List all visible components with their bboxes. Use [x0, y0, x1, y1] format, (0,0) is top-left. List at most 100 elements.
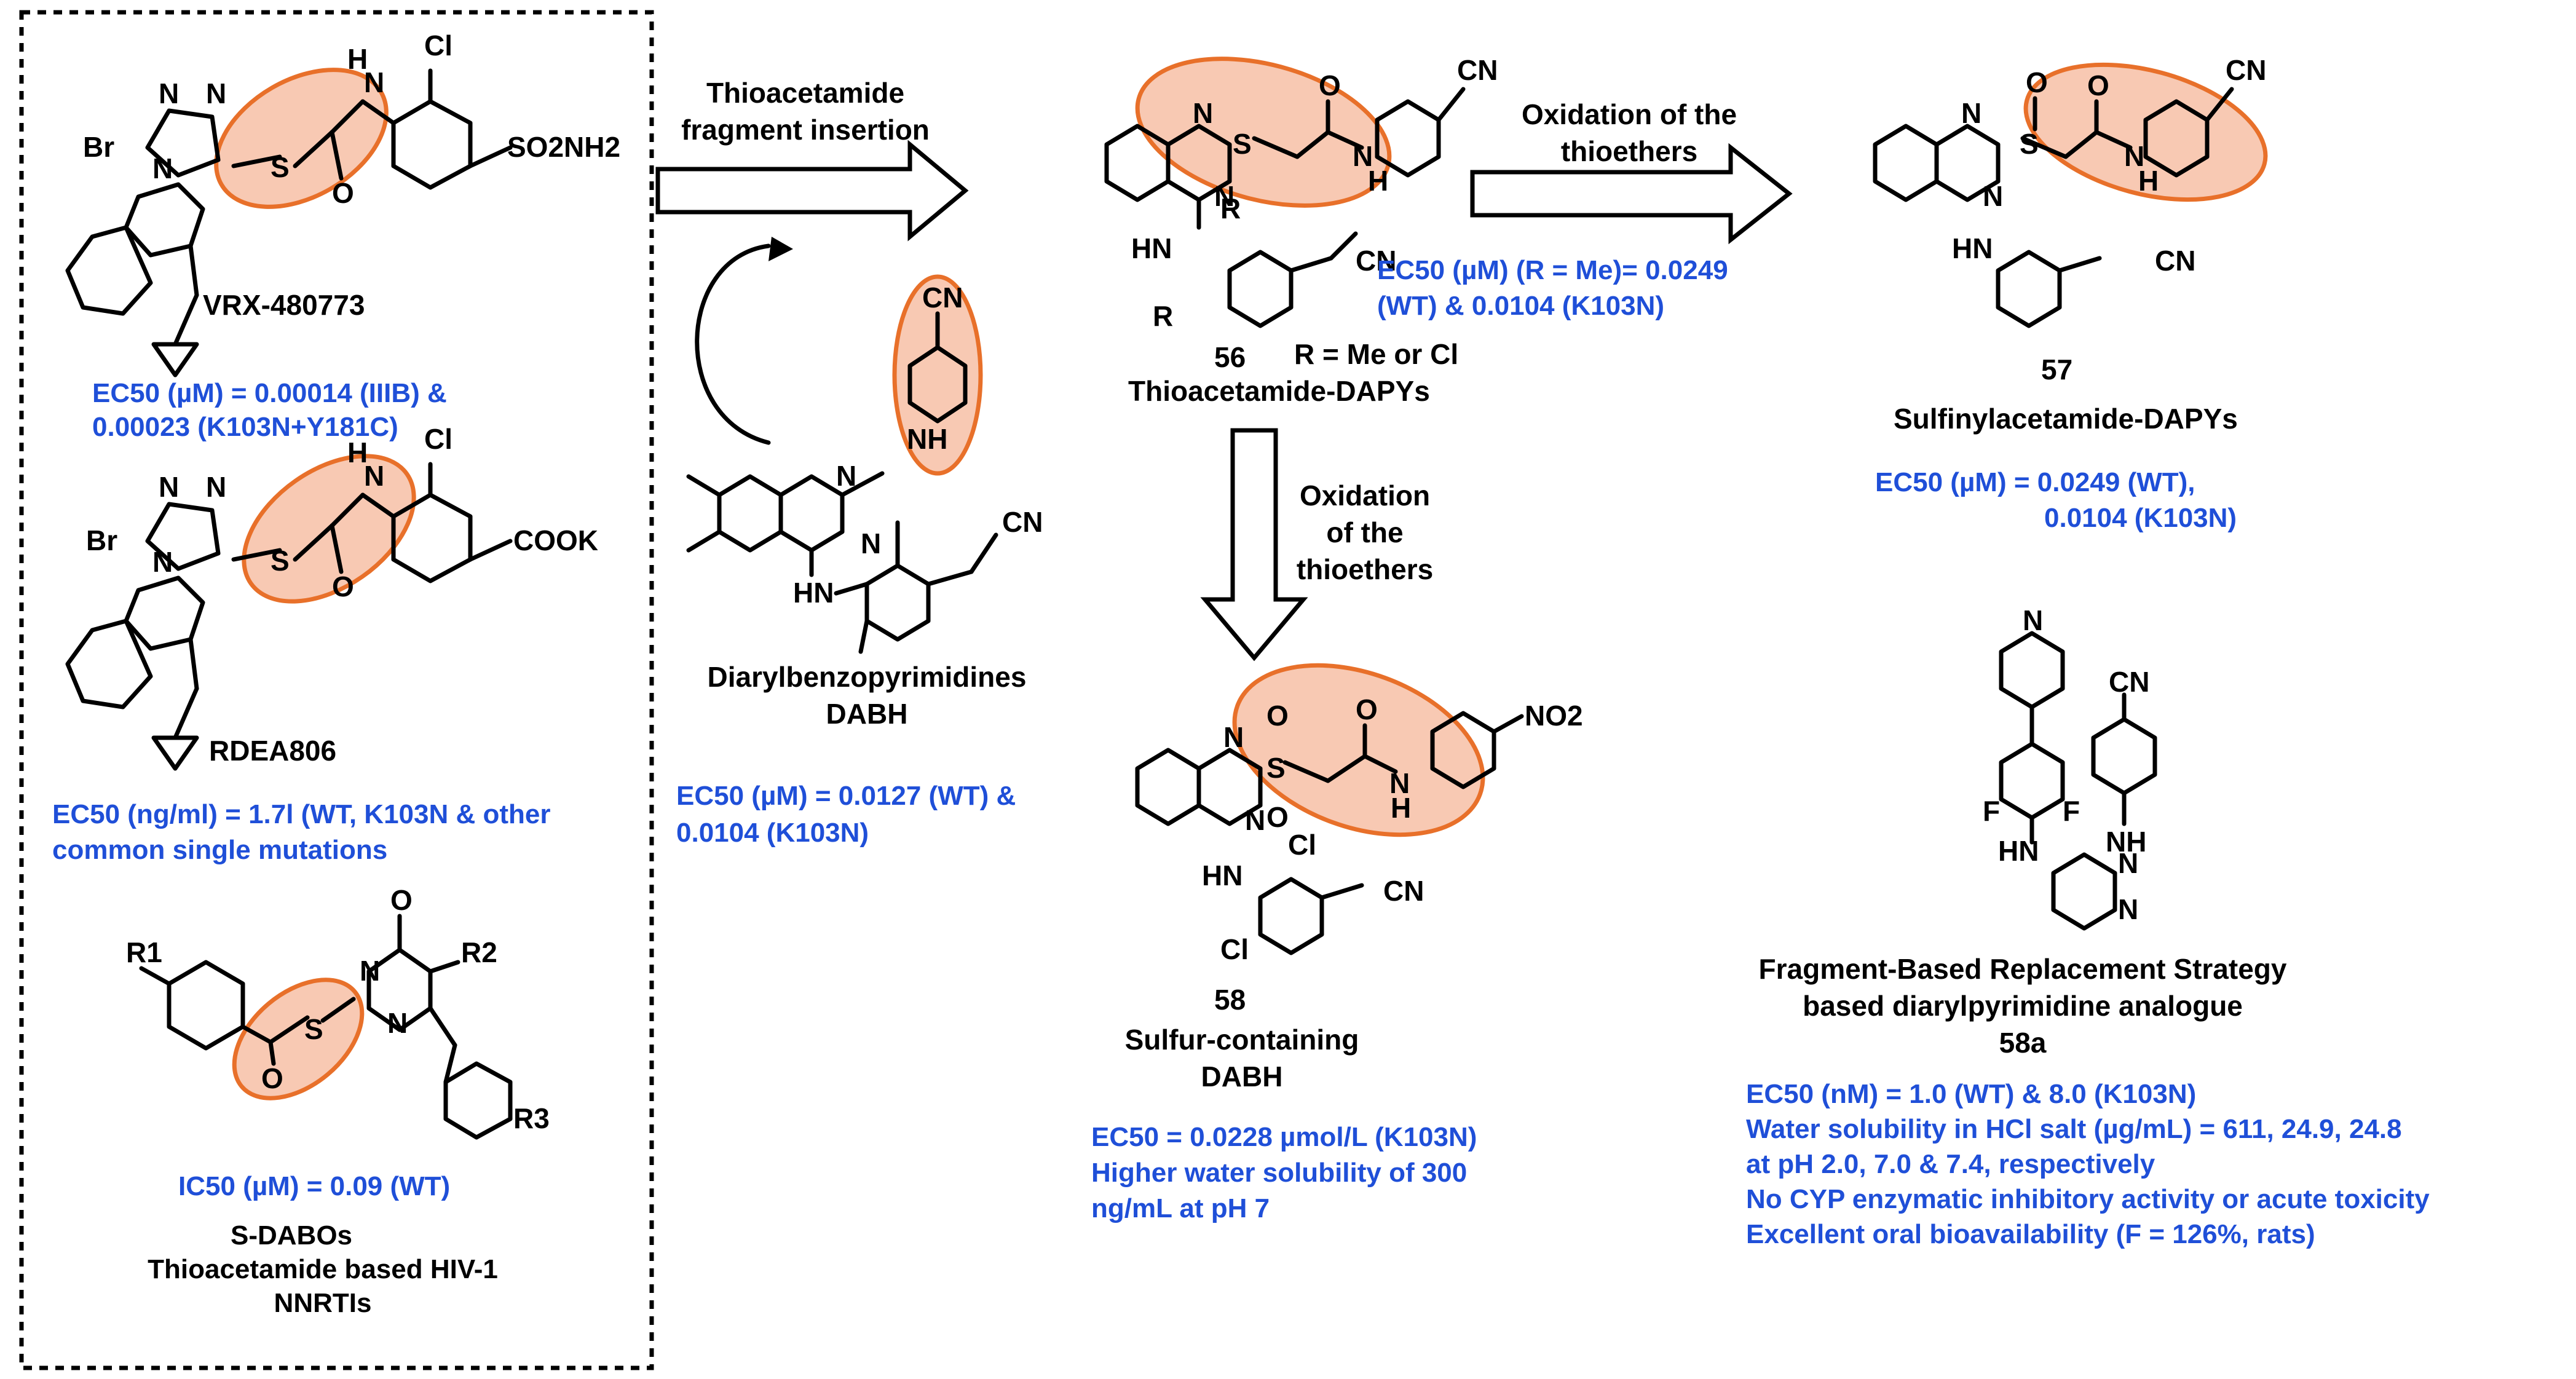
dabh-activity-line2: 0.0104 (K103N)	[676, 818, 869, 848]
atom-r-bottom-56: R	[1153, 300, 1173, 332]
atom-n-triazole-a-rdea: N	[159, 471, 179, 503]
atom-nh-n-rdea: N	[364, 460, 384, 492]
atom-n-amide-57: N	[2124, 140, 2144, 172]
atom-cl-vrx: Cl	[424, 30, 452, 61]
atom-r1-sdabo: R1	[126, 936, 162, 968]
compound-57-number: 57	[2041, 354, 2073, 385]
atom-nh-dabh: NH	[907, 423, 947, 455]
atom-so2nh2-vrx: SO2NH2	[507, 131, 620, 163]
atom-n4-vrx: N	[152, 152, 173, 184]
atom-o-ring-sdabo: O	[390, 884, 413, 916]
atom-nh-h-vrx: H	[347, 43, 368, 75]
thioacetamide-highlight-56	[1135, 57, 1392, 208]
atom-br-vrx: Br	[83, 131, 114, 163]
compound-58-activity-line2: Higher water solubility of 300	[1091, 1158, 1468, 1188]
compound-56-activity-line1: EC50 (µM) (R = Me)= 0.0249	[1377, 255, 1728, 285]
atom-cl-bottom-58: Cl	[1220, 933, 1249, 965]
arrow-fragment-insertion	[655, 140, 969, 242]
atom-n-pyridine-58a: N	[2023, 604, 2043, 636]
compound-name-vrx-480773: VRX-480773	[203, 289, 365, 321]
atom-cn-dabh: CN	[1002, 506, 1043, 538]
atom-nh-58a: NH	[2106, 826, 2146, 858]
atom-o-57: O	[2087, 69, 2109, 101]
compound-58a-activity-line3: at pH 2.0, 7.0 & 7.4, respectively	[1746, 1149, 2155, 1179]
atom-n2-58a: N	[2118, 893, 2138, 925]
atom-s-57: S	[2020, 128, 2039, 160]
structure-s-dabos: R1 O S N N O R2 R3	[126, 884, 550, 1140]
atom-n-triazole-b-vrx: N	[206, 77, 226, 109]
arrow-oxidation-down	[1200, 428, 1308, 662]
compound-56-activity-line2: (WT) & 0.0104 (K103N)	[1377, 291, 1665, 321]
atom-n4-rdea: N	[152, 546, 173, 578]
atom-cl-top-58: Cl	[1288, 829, 1316, 861]
atom-s-vrx: S	[271, 151, 290, 183]
compound-56-r-note: R = Me or Cl	[1294, 338, 1459, 370]
thioacetamide-highlight-vrx	[214, 68, 389, 209]
arrow-label-oxidation-down-line2: of the	[1326, 516, 1404, 548]
atom-f-left-58a: F	[1983, 795, 2000, 827]
atom-h-amide-58: H	[1391, 792, 1411, 824]
activity-sdabo-line1: IC50 (µM) = 0.09 (WT)	[178, 1171, 451, 1201]
compound-56-name: Thioacetamide-DAPYs	[1128, 375, 1430, 407]
atom-f-right-58a: F	[2063, 795, 2080, 827]
compound-58a-name-line2: based diarylpyrimidine analogue	[1803, 990, 2243, 1022]
compound-58a-activity-line2: Water solubility in HCl salt (µg/mL) = 6…	[1746, 1114, 2402, 1144]
atom-o-ketone-sdabo: O	[261, 1062, 283, 1094]
activity-rdea-line1: EC50 (ng/ml) = 1.7l (WT, K103N & other	[52, 799, 551, 829]
atom-hn-56: HN	[1131, 232, 1172, 264]
structure-dabh: CN NH N N HN CN	[686, 274, 1043, 654]
atom-n2-57: N	[1983, 180, 2003, 212]
atom-n1-57: N	[1961, 97, 1981, 129]
compound-58a-activity-line4: No CYP enzymatic inhibitory activity or …	[1746, 1184, 2430, 1214]
atom-no2-58: NO2	[1525, 700, 1583, 732]
arrow-label-oxidation-down-line3: thioethers	[1296, 553, 1434, 585]
atom-nh-n-vrx: N	[364, 66, 384, 98]
atom-n1-sdabo: N	[360, 955, 380, 987]
atom-n1-dabh: N	[836, 460, 856, 492]
atom-o-58: O	[1356, 693, 1378, 725]
atom-br-rdea: Br	[86, 524, 117, 556]
atom-n2-dabh: N	[861, 527, 881, 559]
atom-o-rdea: O	[332, 571, 354, 603]
atom-hn-57: HN	[1952, 232, 1993, 264]
dabh-activity-line1: EC50 (µM) = 0.0127 (WT) &	[676, 781, 1016, 811]
atom-cl-rdea: Cl	[424, 423, 452, 455]
left-panel-dotted-frame	[19, 10, 654, 1370]
atom-n1-56: N	[1193, 97, 1213, 129]
atom-r3-sdabo: R3	[513, 1102, 550, 1134]
atom-cn-top-57: CN	[2226, 54, 2266, 86]
atom-cn-top-56: CN	[1457, 54, 1498, 86]
caption-sdabo-line2: NNRTIs	[274, 1288, 372, 1318]
activity-rdea-line2: common single mutations	[52, 835, 388, 865]
atom-cn-57: CN	[2155, 245, 2195, 277]
compound-58-activity-line3: ng/mL at pH 7	[1091, 1193, 1270, 1223]
compound-58-number: 58	[1214, 984, 1246, 1016]
compound-58-name-line1: Sulfur-containing	[1124, 1024, 1359, 1056]
atom-cn-56: CN	[1356, 245, 1396, 277]
compound-58a-activity-line5: Excellent oral bioavailability (F = 126%…	[1746, 1219, 2315, 1249]
arrow-label-oxidation-right-line1: Oxidation of the	[1521, 98, 1737, 130]
atom-s-56: S	[1233, 128, 1252, 160]
atom-o-sulfinyl-57: O	[2026, 66, 2048, 98]
atom-s-sdabo: S	[304, 1013, 323, 1045]
compound-58-name-line2: DABH	[1201, 1061, 1283, 1093]
compound-name-rdea806: RDEA806	[209, 735, 337, 767]
atom-h-amide-57: H	[2138, 165, 2159, 197]
atom-hn-58: HN	[1202, 859, 1243, 891]
atom-n2-sdabo: N	[387, 1007, 408, 1039]
atom-n2-58: N	[1245, 804, 1265, 836]
structure-rdea806: Br N N N S O N H Cl COOK	[65, 423, 598, 771]
atom-hn-58a: HN	[1998, 835, 2039, 867]
sulfonylacetamide-highlight-58	[1232, 663, 1485, 837]
arrow-curved-head	[768, 237, 793, 261]
atom-n-triazole-b-rdea: N	[206, 471, 226, 503]
atom-n1-58: N	[1223, 721, 1244, 753]
atom-s-rdea: S	[271, 545, 290, 577]
atom-nh-h-rdea: H	[347, 437, 368, 468]
activity-vrx-line2: 0.00023 (K103N+Y181C)	[92, 412, 398, 442]
arrow-curved-transformation	[695, 243, 771, 445]
arrow-label-oxidation-down-line1: Oxidation	[1299, 480, 1431, 512]
compound-56-number: 56	[1214, 341, 1246, 373]
atom-hn-dabh: HN	[793, 577, 834, 609]
